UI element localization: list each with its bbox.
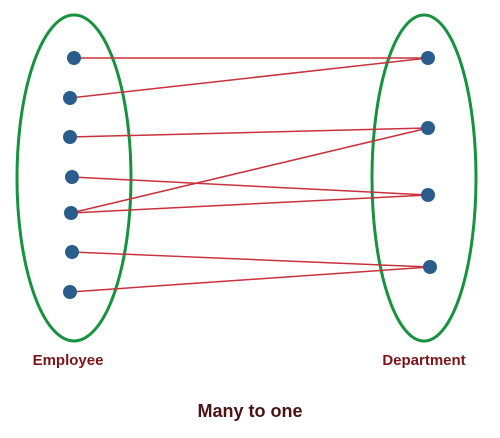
- set-elements: [63, 51, 437, 299]
- employee-node-e7: [63, 285, 77, 299]
- diagram-caption: Many to one: [197, 401, 302, 421]
- mapping-line-e3-d2: [69, 127, 429, 138]
- department-node-d3: [421, 188, 435, 202]
- employee-node-e1: [67, 51, 81, 65]
- department-node-d2: [421, 121, 435, 135]
- mapping-line-e6-d4: [71, 251, 431, 268]
- mapping-line-e2-d1: [69, 57, 429, 99]
- department-label: Department: [382, 352, 465, 369]
- department-node-d1: [421, 51, 435, 65]
- employee-node-e4: [65, 170, 79, 184]
- mapping-line-e7-d4: [69, 266, 431, 293]
- mapping-line-e5-d2: [70, 127, 429, 214]
- employee-set-ellipse: [15, 13, 133, 343]
- employee-node-e6: [65, 245, 79, 259]
- employee-label: Employee: [33, 352, 104, 369]
- department-node-d4: [423, 260, 437, 274]
- mapping-line-e4-d3: [71, 176, 429, 196]
- employee-node-e5: [64, 206, 78, 220]
- department-set-ellipse: [370, 13, 478, 343]
- employee-node-e3: [63, 130, 77, 144]
- mapping-lines: [69, 57, 431, 293]
- mapping-line-e5-d3: [70, 194, 429, 214]
- employee-node-e2: [63, 91, 77, 105]
